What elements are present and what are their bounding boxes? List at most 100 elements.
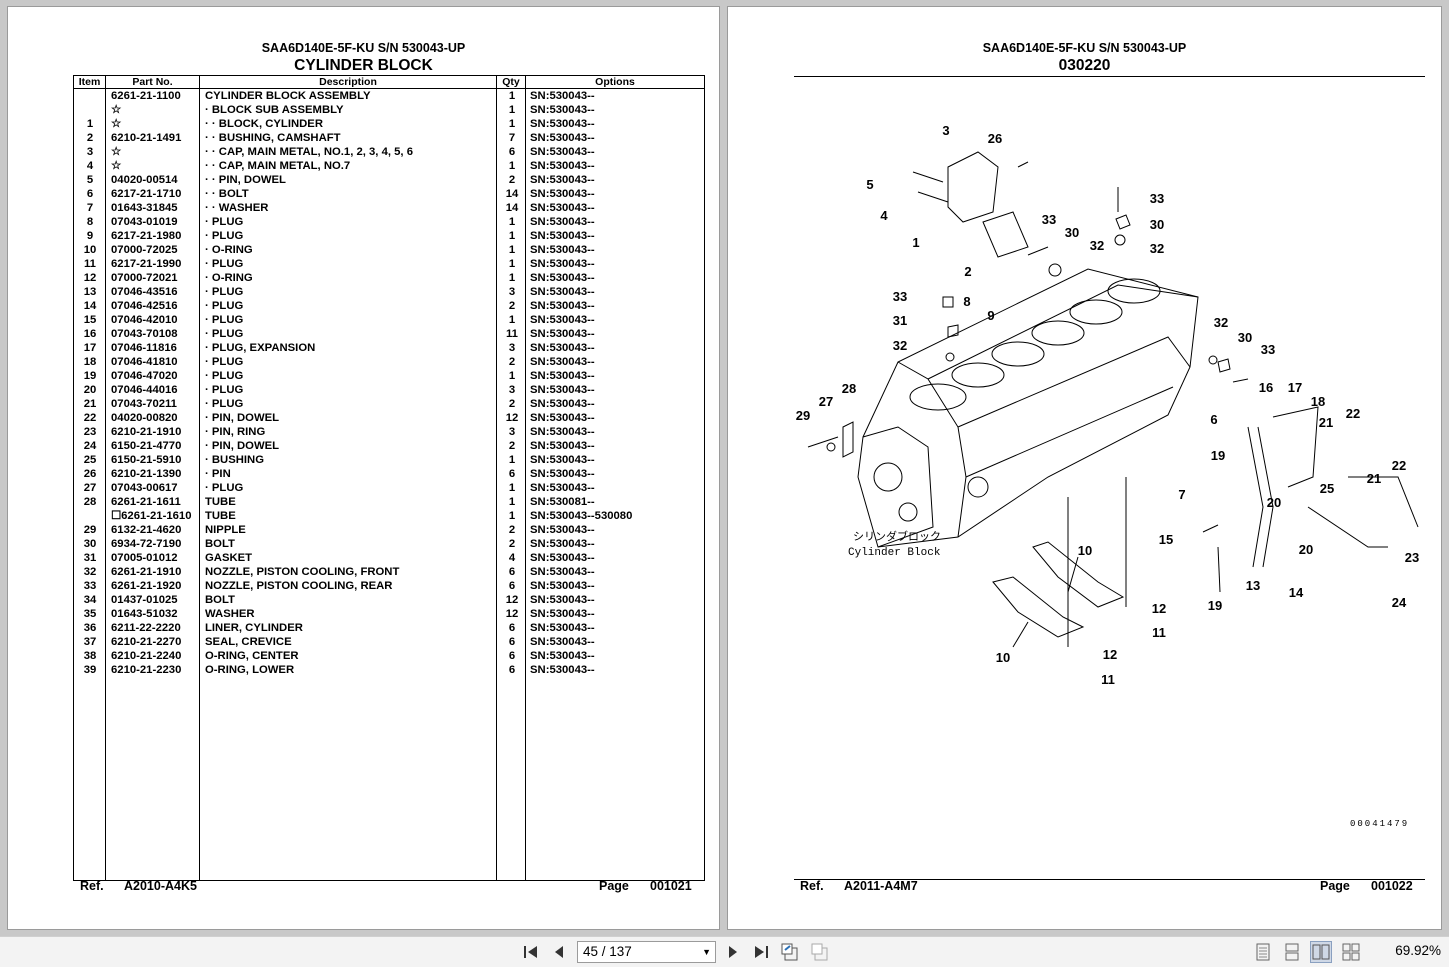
- row-description: · · BLOCK, CYLINDER: [205, 118, 323, 130]
- row-options: SN:530043--: [530, 230, 595, 242]
- diagram-page: SAA6D140E-5F-KU S/N 530043-UP 030220: [727, 6, 1442, 930]
- row-qty: 3: [508, 384, 516, 396]
- row-description: O-RING, CENTER: [205, 650, 299, 662]
- row-item: 11: [84, 258, 96, 270]
- continuous-facing-icon[interactable]: [1340, 941, 1362, 963]
- ref-label: Ref.: [80, 879, 104, 893]
- row-item: 23: [83, 426, 97, 438]
- page-number: 001022: [1371, 879, 1413, 893]
- row-part-no: 07000-72021: [111, 272, 178, 284]
- model-heading: SAA6D140E-5F-KU S/N 530043-UP: [261, 41, 466, 55]
- chevron-down-icon[interactable]: ▼: [702, 947, 711, 957]
- row-options: SN:530043--: [530, 370, 595, 382]
- page-number-input[interactable]: 45 / 137 ▼: [577, 941, 716, 963]
- page-label: Page: [599, 879, 629, 893]
- row-qty: 1: [508, 244, 516, 256]
- row-description: · PLUG: [205, 328, 244, 340]
- page-number: 001021: [650, 879, 692, 893]
- callout-17: 17: [1288, 380, 1302, 395]
- row-item: 22: [83, 412, 97, 424]
- zoom-level[interactable]: 69.92%: [1395, 943, 1441, 958]
- row-options: SN:530043--: [530, 524, 595, 536]
- row-qty: 6: [508, 636, 516, 648]
- row-description: · · BOLT: [205, 188, 249, 200]
- row-qty: 2: [508, 356, 516, 368]
- row-item: 5: [86, 174, 94, 186]
- row-description: · O-RING: [205, 244, 253, 256]
- row-qty: 11: [506, 328, 518, 340]
- row-part-no: 04020-00514: [111, 174, 178, 186]
- callout-11: 11: [1101, 672, 1115, 687]
- callout-30: 30: [1238, 330, 1252, 345]
- callout-22: 22: [1392, 458, 1406, 473]
- next-view-icon[interactable]: [810, 941, 832, 963]
- col-part-no: Part No.: [132, 76, 173, 88]
- callout-8: 8: [963, 294, 970, 309]
- row-qty: 3: [508, 286, 516, 298]
- row-item: 27: [83, 482, 97, 494]
- row-options: SN:530043--: [530, 594, 595, 606]
- row-part-no: 07043-00617: [111, 482, 178, 494]
- callout-33: 33: [1042, 212, 1056, 227]
- row-options: SN:530043--: [530, 202, 595, 214]
- section-title: CYLINDER BLOCK: [294, 57, 433, 74]
- row-options: SN:530043--: [530, 216, 595, 228]
- row-item: 4: [86, 160, 94, 172]
- row-description: · PLUG: [205, 230, 244, 242]
- row-options: SN:530043--: [530, 608, 595, 620]
- row-item: 1: [86, 118, 94, 130]
- single-page-icon[interactable]: [1252, 941, 1274, 963]
- row-description: LINER, CYLINDER: [205, 622, 303, 634]
- row-item: 10: [83, 244, 97, 256]
- first-page-icon[interactable]: [520, 941, 542, 963]
- row-description: · PLUG: [205, 398, 244, 410]
- row-description: · O-RING: [205, 272, 253, 284]
- continuous-icon[interactable]: [1281, 941, 1303, 963]
- row-description: · PLUG: [205, 370, 244, 382]
- row-part-no: 07046-41810: [111, 356, 178, 368]
- diagram-label-en: Cylinder Block: [848, 547, 941, 559]
- footer-rule: [794, 879, 1425, 880]
- callout-12: 12: [1103, 647, 1117, 662]
- prev-page-icon[interactable]: [548, 941, 570, 963]
- ref-value: A2011-A4M7: [844, 879, 918, 893]
- row-part-no: 07000-72025: [111, 244, 178, 256]
- row-description: · PIN: [205, 468, 231, 480]
- row-qty: 1: [508, 314, 516, 326]
- row-options: SN:530043--: [530, 188, 595, 200]
- next-page-icon[interactable]: [722, 941, 744, 963]
- page-indicator: 45 / 137: [583, 944, 632, 959]
- row-qty: 6: [508, 146, 516, 158]
- row-item: 9: [86, 230, 94, 242]
- callout-13: 13: [1246, 578, 1260, 593]
- row-part-no: ☆: [111, 118, 122, 130]
- row-options: SN:530043--: [530, 244, 595, 256]
- facing-icon[interactable]: [1310, 941, 1332, 963]
- row-description: · PLUG: [205, 384, 244, 396]
- callout-26: 26: [988, 131, 1002, 146]
- last-page-icon[interactable]: [750, 941, 772, 963]
- row-part-no: 07043-70108: [111, 328, 178, 340]
- row-part-no: 04020-00820: [111, 412, 178, 424]
- row-item: 24: [83, 440, 97, 452]
- callout-31: 31: [893, 313, 907, 328]
- table-row: 3☆· · CAP, MAIN METAL, NO.1, 2, 3, 4, 5,…: [74, 145, 704, 159]
- previous-view-icon[interactable]: [780, 941, 802, 963]
- row-options: SN:530043--: [530, 104, 595, 116]
- row-options: SN:530043--: [530, 622, 595, 634]
- row-qty: 2: [508, 174, 516, 186]
- row-item: 21: [83, 398, 97, 410]
- row-part-no: 6210-21-2240: [111, 650, 182, 662]
- row-description: O-RING, LOWER: [205, 664, 295, 676]
- block-outline: [857, 268, 1199, 548]
- row-qty: 2: [508, 524, 516, 536]
